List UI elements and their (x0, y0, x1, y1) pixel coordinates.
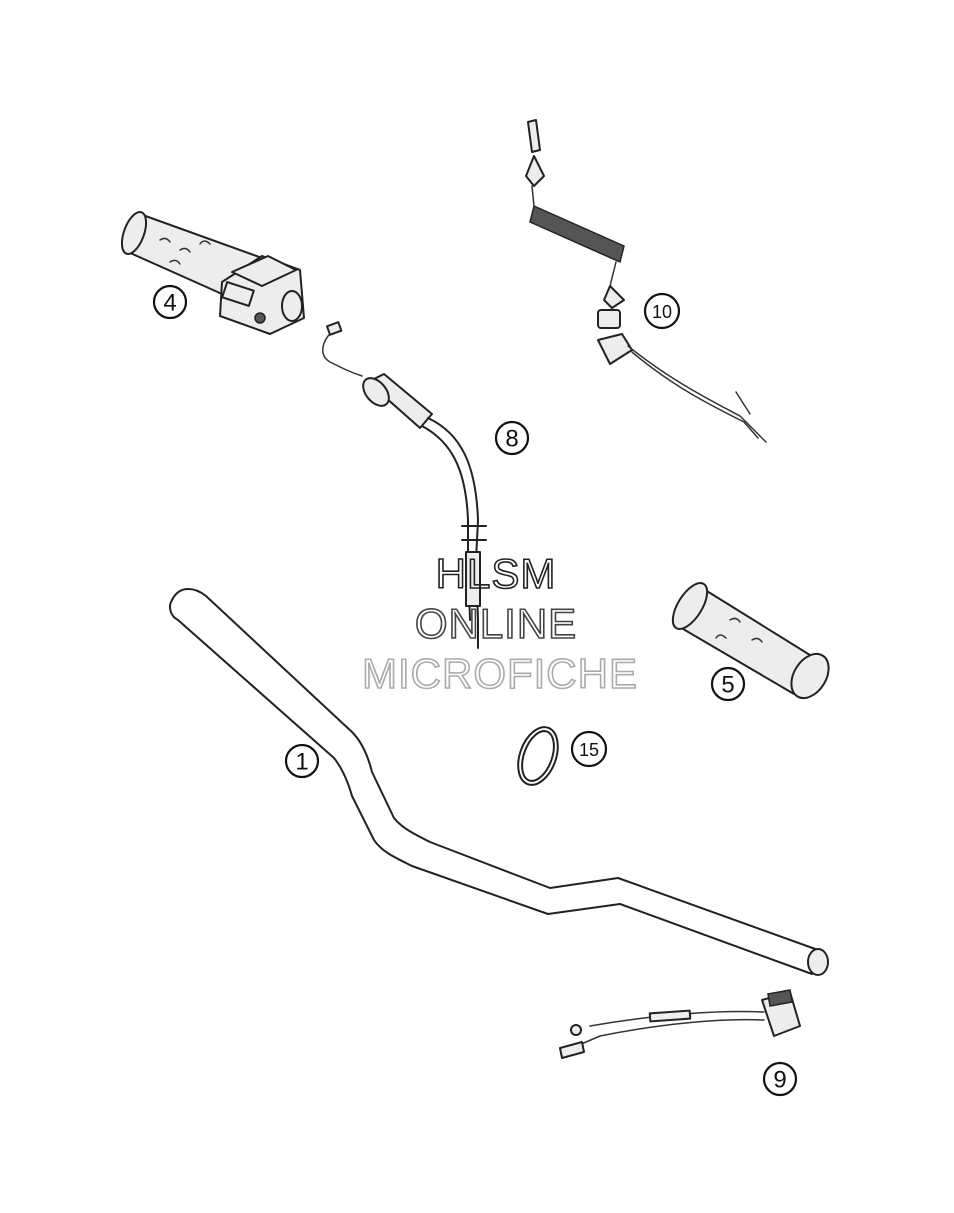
watermark: HLSM ONLINE MICROFICHE (361, 549, 638, 698)
callout-1-label: 1 (295, 749, 308, 776)
watermark-line-1: HLSM (436, 550, 557, 597)
callout-10-label: 10 (652, 302, 672, 322)
callout-9-label: 9 (773, 1067, 786, 1094)
callout-8: 8 (494, 420, 530, 456)
callout-9: 9 (762, 1061, 798, 1097)
left-grip (671, 582, 830, 700)
callout-5-label: 5 (721, 672, 734, 699)
callout-4: 4 (152, 284, 188, 320)
callout-15: 15 (570, 730, 608, 768)
handlebar (169, 588, 829, 976)
callout-1: 1 (284, 743, 320, 779)
callout-10: 10 (643, 292, 681, 330)
throttle-grip-assembly (120, 211, 305, 335)
watermark-line-3: MICROFICHE (362, 650, 638, 697)
callout-15-label: 15 (579, 740, 599, 760)
kill-switch-tether (525, 119, 767, 443)
handlebar-switch (559, 989, 801, 1059)
callout-4-label: 4 (163, 290, 176, 317)
watermark-line-2: ONLINE (415, 600, 577, 647)
cable-clamp (517, 726, 559, 786)
callout-8-label: 8 (505, 426, 518, 453)
callout-5: 5 (710, 666, 746, 702)
throttle-cable (322, 321, 487, 649)
